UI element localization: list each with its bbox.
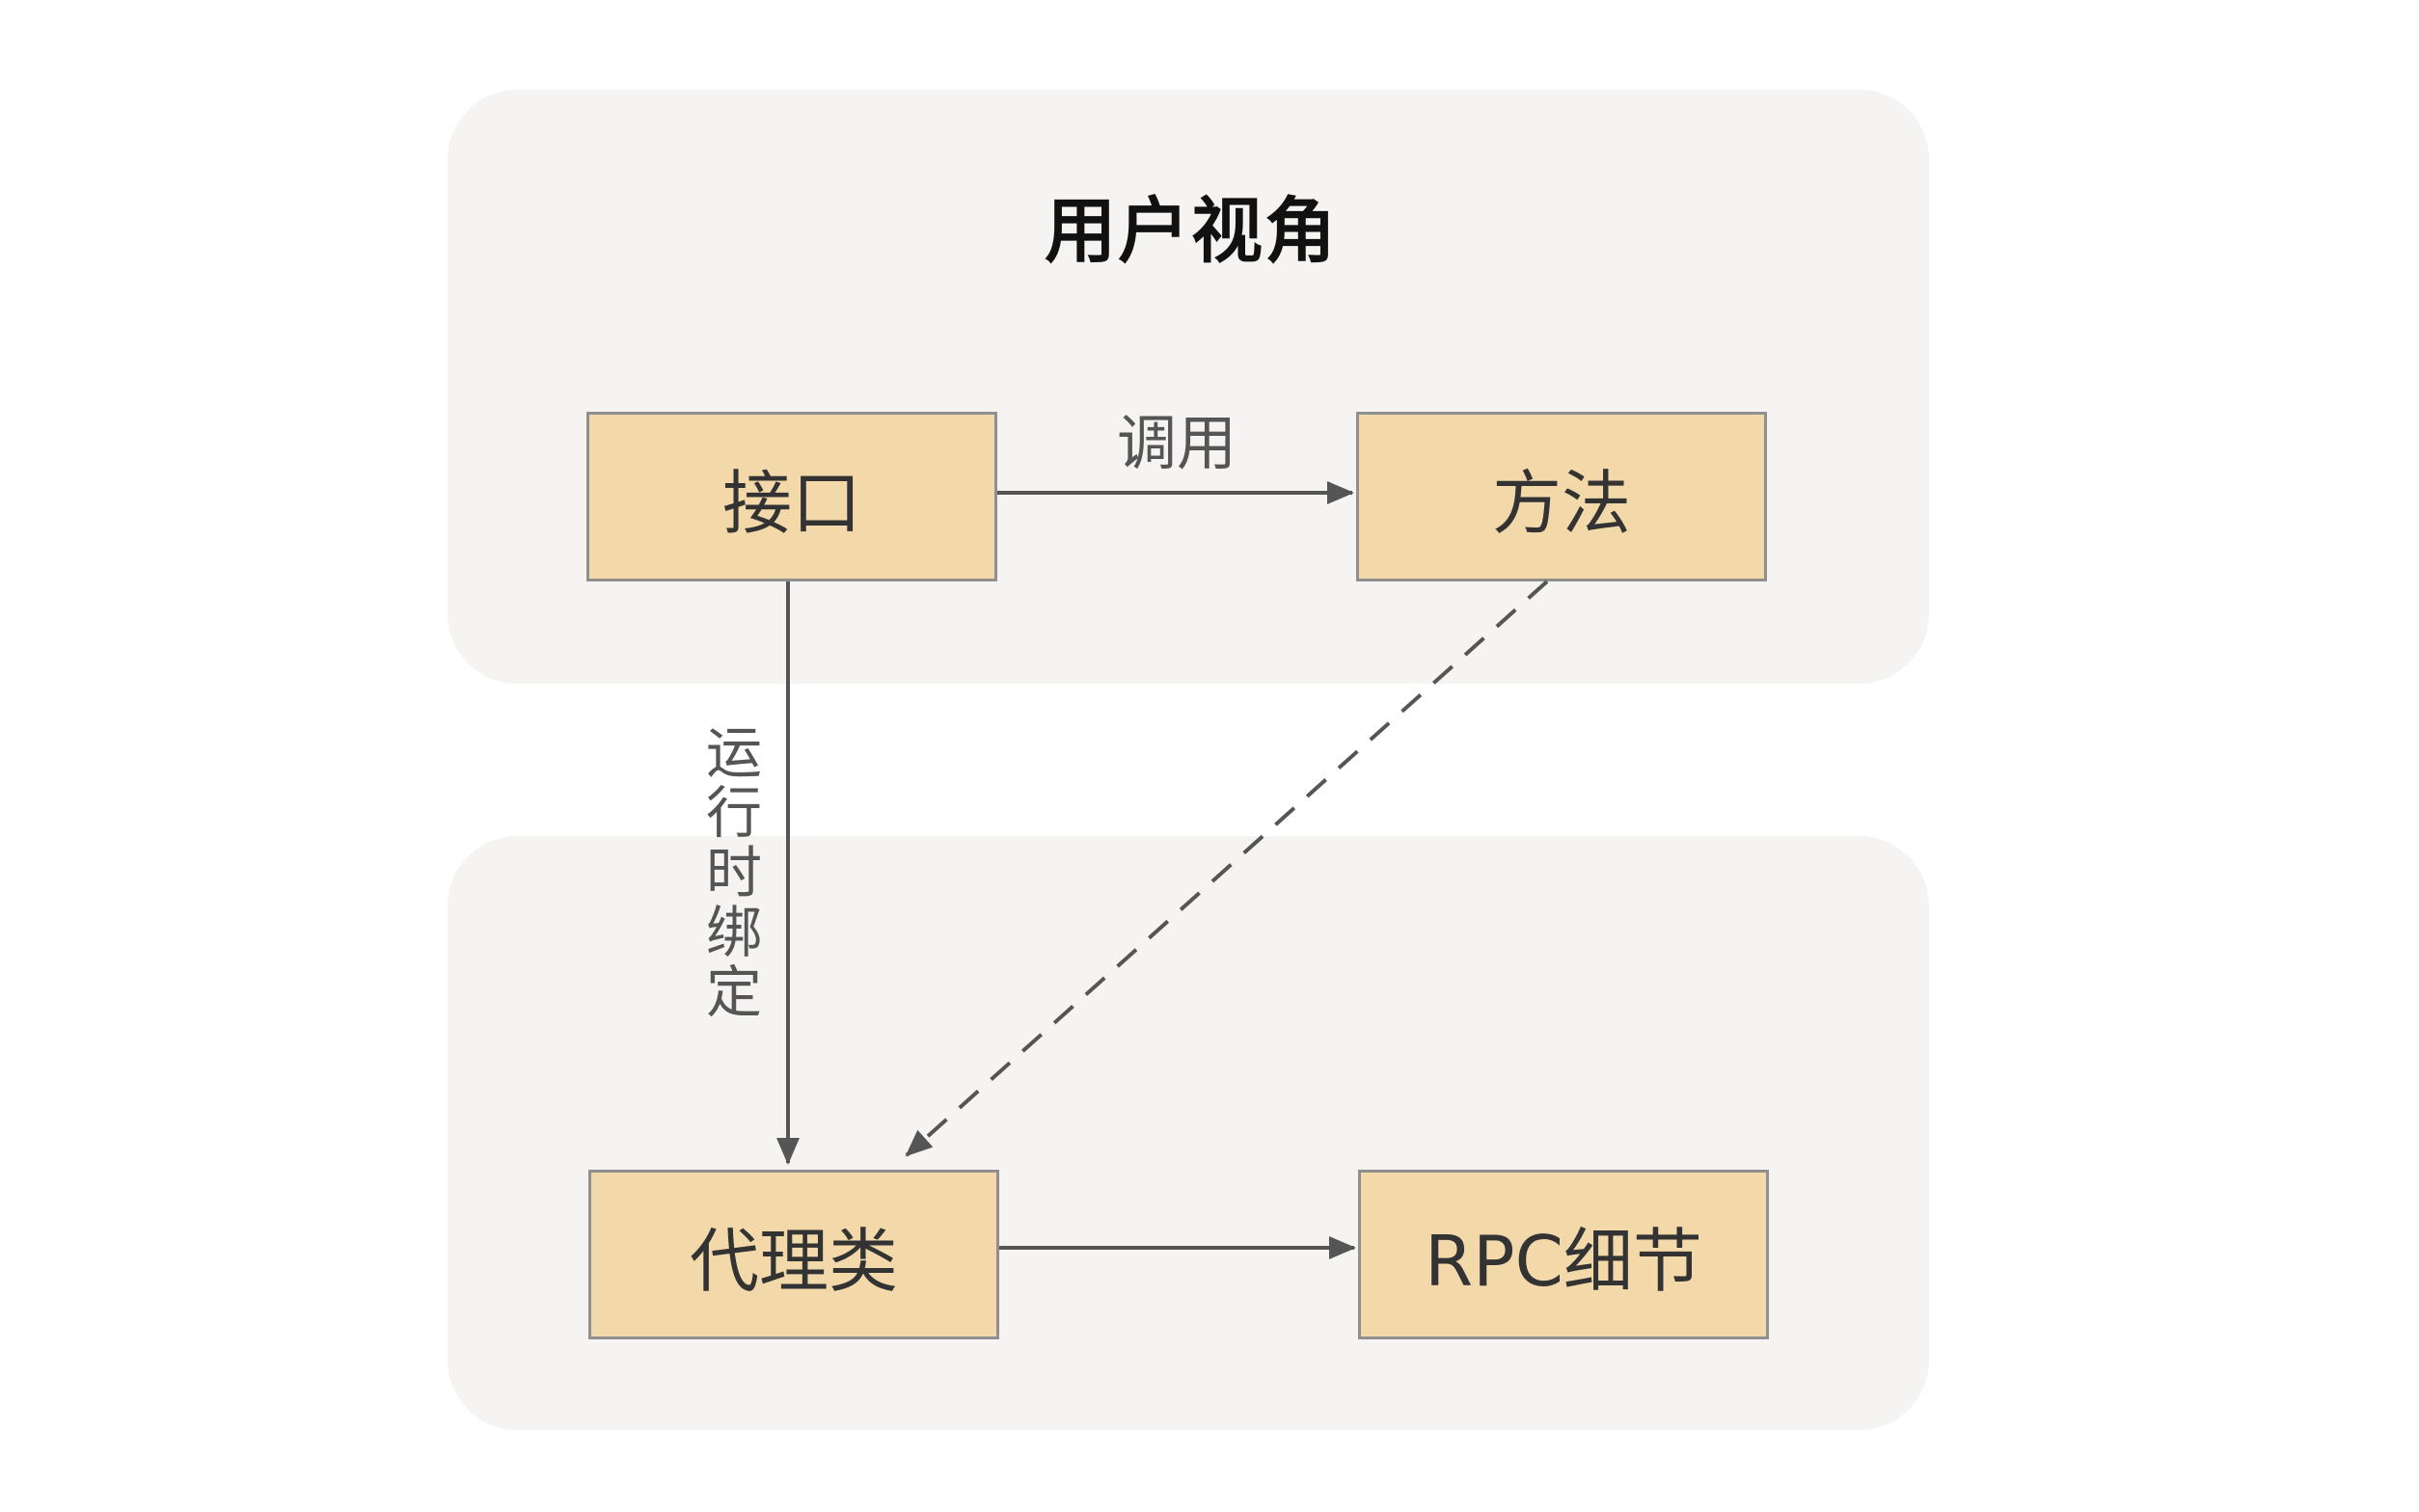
interface-node: 接口	[586, 412, 997, 581]
panel-title: 用户视角	[1045, 189, 1338, 273]
rpc-details-node: RPC细节	[1358, 1170, 1769, 1339]
call-edge-label: 调用	[1116, 408, 1237, 478]
method-node: 方法	[1356, 412, 1767, 581]
proxy-class-node: 代理类	[588, 1170, 999, 1339]
implementation-panel	[448, 836, 1929, 1430]
runtime-binding-edge-label: 运行时绑定	[696, 723, 762, 1022]
